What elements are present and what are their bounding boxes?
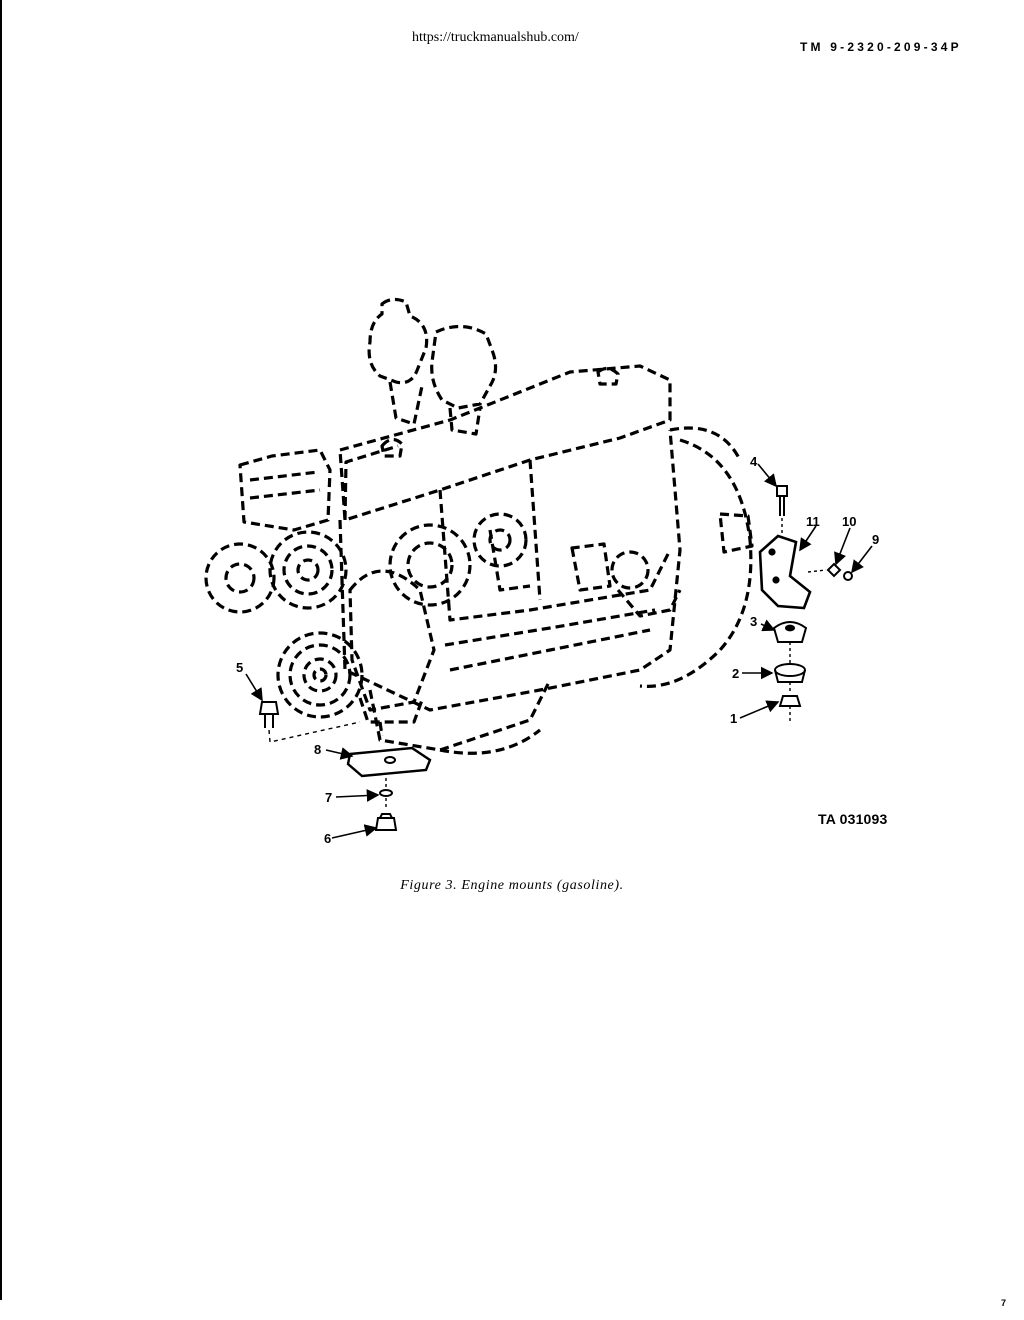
callout-9: 9 (872, 532, 879, 547)
source-url[interactable]: https://truckmanualshub.com/ (412, 30, 579, 45)
callout-4: 4 (750, 454, 758, 469)
ta-code: TA 031093 (818, 811, 888, 827)
callout-2: 2 (732, 666, 739, 681)
figure-caption: Figure 3. Engine mounts (gasoline). (400, 878, 624, 893)
callout-8: 8 (314, 742, 321, 757)
callout-1: 1 (730, 711, 737, 726)
left-margin-rule (0, 0, 2, 1300)
callout-11: 11 (806, 514, 820, 529)
callout-10: 10 (842, 514, 856, 529)
callout-3: 3 (750, 614, 757, 629)
callout-7: 7 (325, 790, 332, 805)
tm-number: TM 9-2320-209-34P (800, 40, 962, 54)
callout-6: 6 (324, 831, 331, 846)
callout-5: 5 (236, 660, 243, 675)
page-number: 7 (1001, 1298, 1007, 1308)
engine-mounts-illustration: 1 2 3 4 5 6 7 8 9 10 11 (200, 290, 900, 850)
